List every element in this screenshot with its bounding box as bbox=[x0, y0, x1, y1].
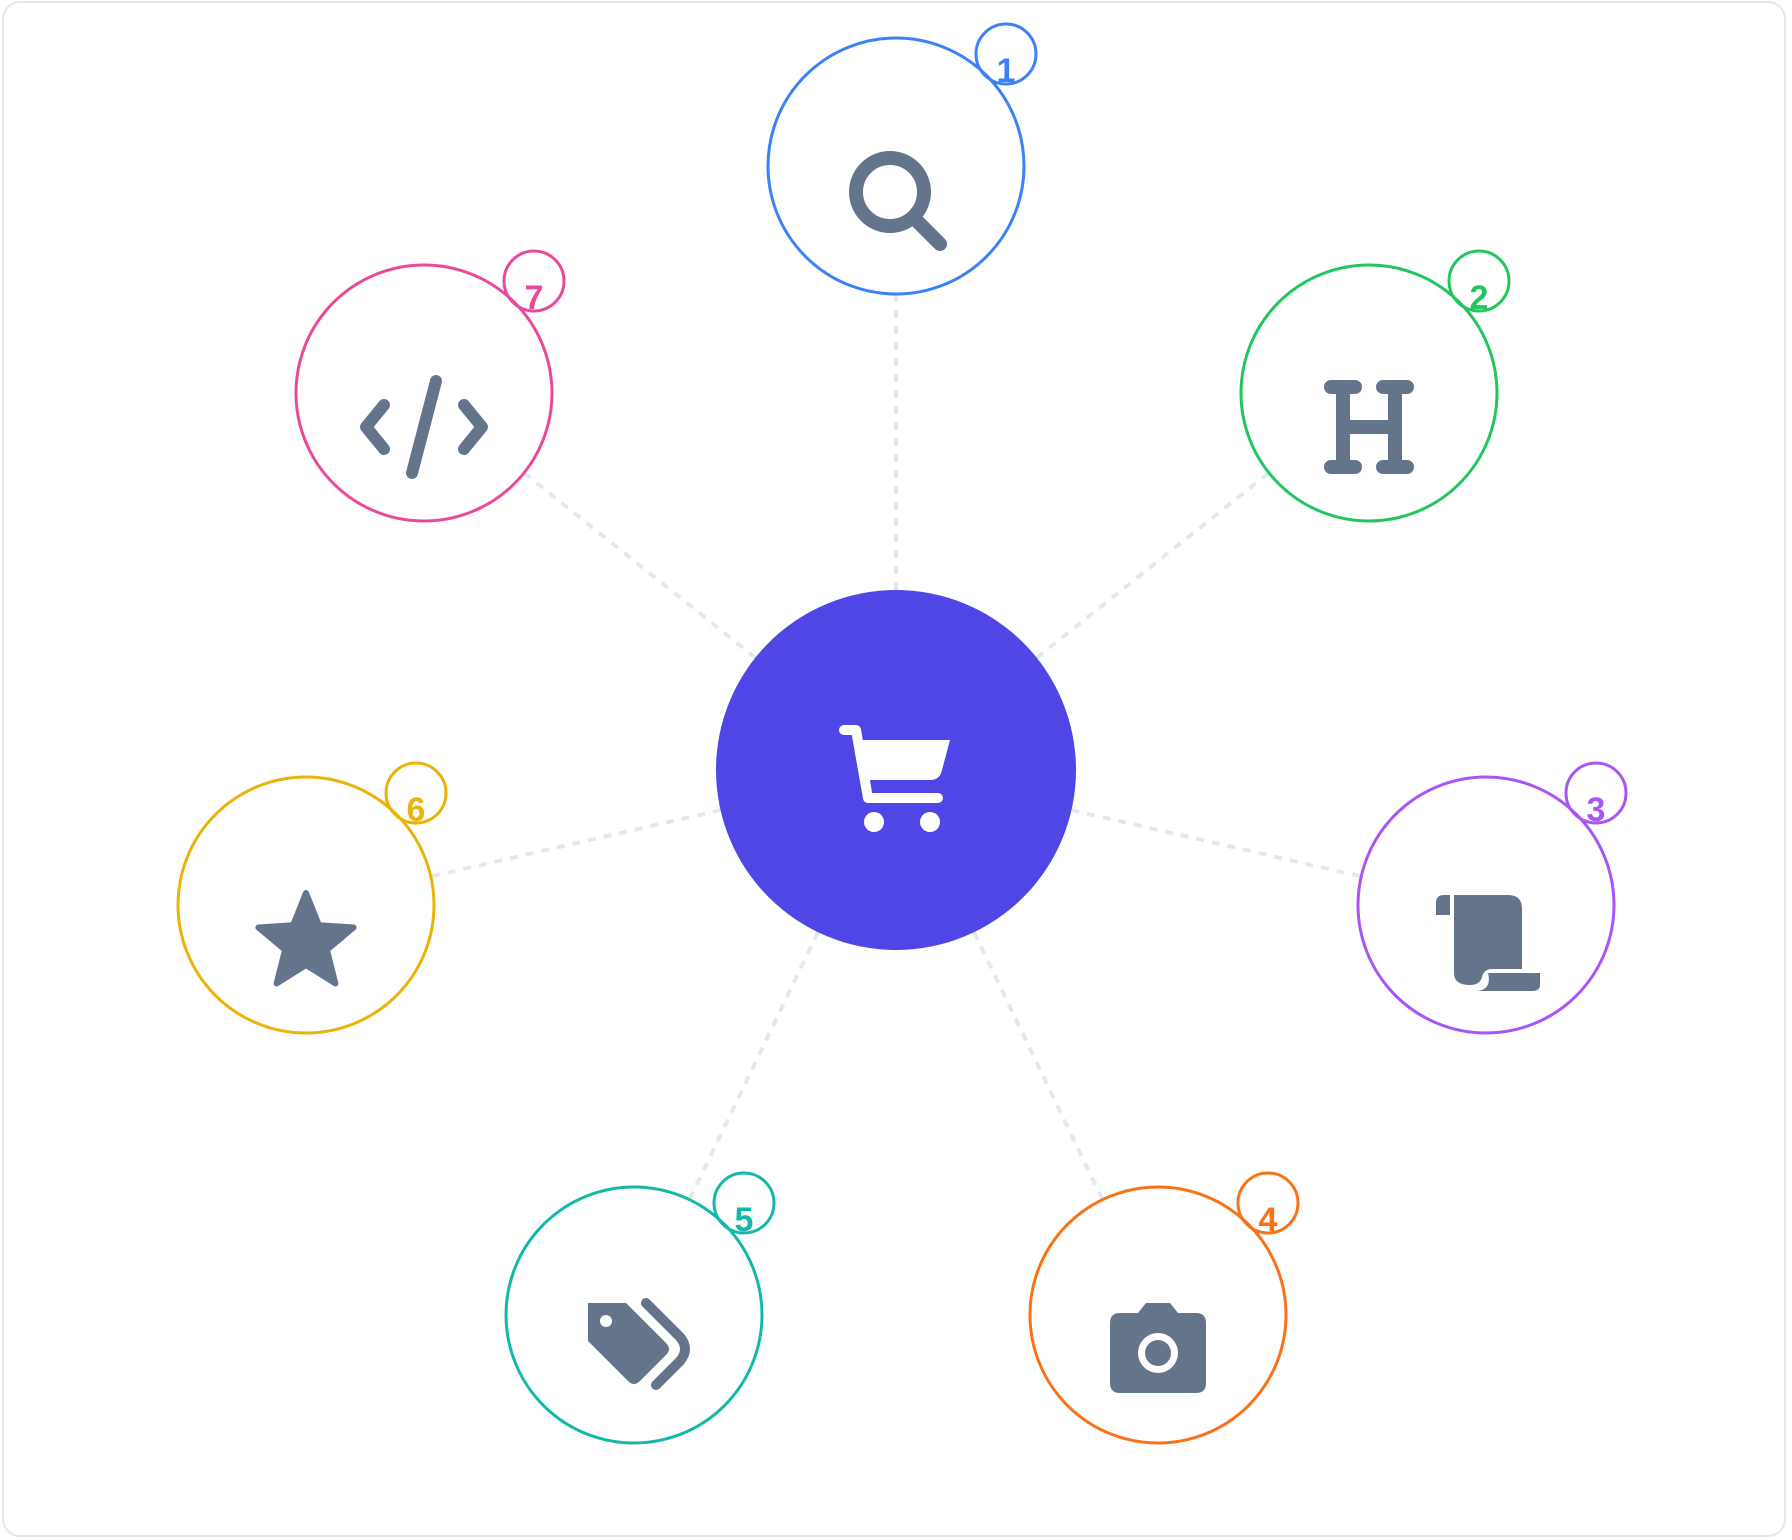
search-icon bbox=[849, 151, 947, 251]
connector-heading bbox=[1035, 471, 1271, 660]
camera-icon bbox=[1110, 1303, 1206, 1393]
badge-number: 1 bbox=[997, 52, 1016, 90]
badge-number: 6 bbox=[407, 791, 426, 829]
badge-scroll: 3 bbox=[1564, 761, 1628, 829]
heading-icon bbox=[1324, 380, 1414, 474]
node-ring-search bbox=[766, 36, 1026, 296]
node-camera[interactable]: 4 bbox=[1028, 1171, 1300, 1445]
badge-star: 6 bbox=[384, 761, 448, 829]
hub-node[interactable] bbox=[716, 590, 1076, 950]
badge-number: 2 bbox=[1470, 279, 1489, 317]
badge-search: 1 bbox=[974, 22, 1038, 90]
badge-camera: 4 bbox=[1236, 1171, 1300, 1239]
badge-number: 5 bbox=[735, 1201, 754, 1239]
node-tags[interactable]: 5 bbox=[504, 1171, 776, 1445]
shopping-cart-icon bbox=[839, 725, 950, 832]
badge-number: 3 bbox=[1587, 791, 1606, 829]
star-icon bbox=[255, 890, 357, 987]
badge-heading: 2 bbox=[1447, 249, 1511, 317]
tags-icon bbox=[588, 1298, 690, 1390]
node-ring-code bbox=[294, 263, 554, 523]
node-scroll[interactable]: 3 bbox=[1356, 761, 1628, 1035]
node-search[interactable]: 1 bbox=[766, 22, 1038, 296]
node-heading[interactable]: 2 bbox=[1239, 249, 1511, 523]
code-icon bbox=[360, 375, 488, 479]
connector-code bbox=[522, 471, 757, 660]
node-star[interactable]: 6 bbox=[176, 761, 448, 1035]
badge-code: 7 bbox=[502, 249, 566, 317]
connector-scroll bbox=[1071, 808, 1362, 879]
connector-tags bbox=[687, 931, 820, 1201]
connector-camera bbox=[972, 931, 1105, 1201]
connector-star bbox=[430, 808, 721, 879]
spoke-nodes: 1 2 3 4 5 6 7 bbox=[176, 22, 1628, 1445]
node-code[interactable]: 7 bbox=[294, 249, 566, 523]
scroll-icon bbox=[1436, 895, 1540, 991]
connectors bbox=[430, 294, 1362, 1201]
node-ring-heading bbox=[1239, 263, 1499, 523]
badge-number: 7 bbox=[525, 279, 544, 317]
badge-tags: 5 bbox=[712, 1171, 776, 1239]
badge-number: 4 bbox=[1259, 1201, 1278, 1239]
